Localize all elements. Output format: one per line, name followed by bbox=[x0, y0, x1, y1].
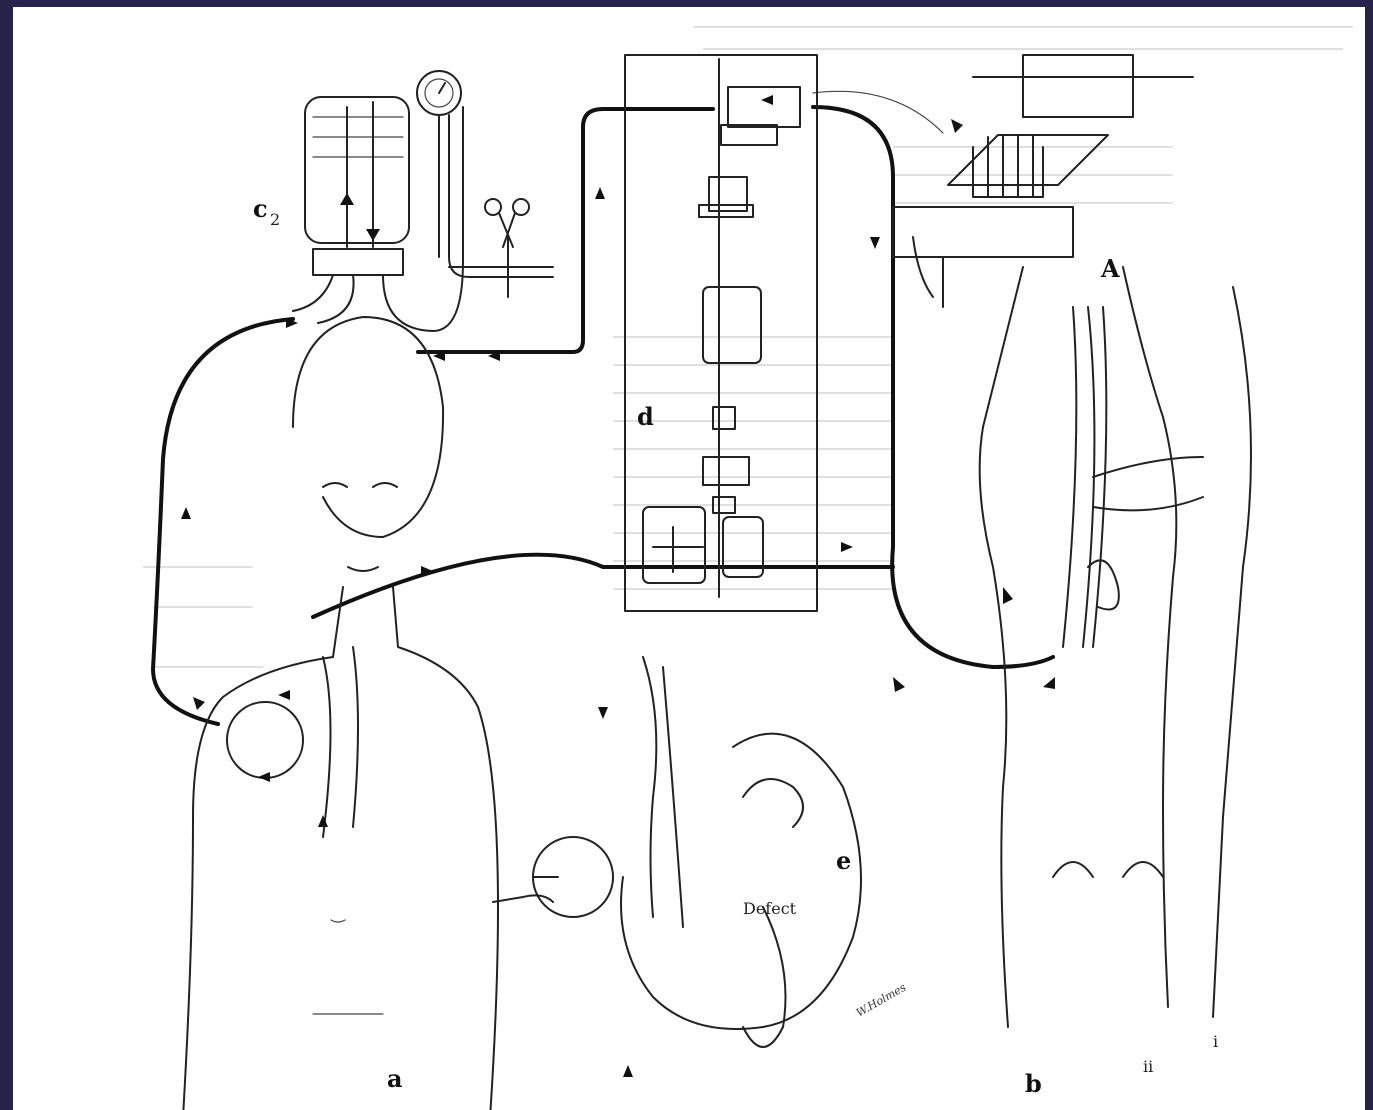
label-b: b bbox=[1025, 1069, 1042, 1098]
artist-signature: W.Holmes bbox=[854, 981, 909, 1020]
label-d: d bbox=[637, 402, 654, 431]
label-c: c bbox=[253, 194, 268, 223]
bleed-through-text bbox=[143, 27, 1353, 667]
perfusion-diagram: c 2 d e a b A Defect i ii W.Holmes bbox=[13, 7, 1365, 1110]
label-e: e bbox=[836, 846, 851, 875]
figure-panel: c 2 d e a b A Defect i ii W.Holmes bbox=[13, 7, 1365, 1110]
label-defect: Defect bbox=[743, 899, 797, 918]
clamp-icon bbox=[485, 199, 529, 297]
oxygen-reservoir bbox=[293, 97, 463, 331]
flow-arrows bbox=[181, 187, 1055, 1077]
label-i: i bbox=[1213, 1032, 1218, 1051]
label-ii: ii bbox=[1143, 1057, 1153, 1076]
perfusion-column bbox=[625, 55, 817, 611]
oxygenator-machine bbox=[893, 55, 1193, 307]
label-c-subscript: 2 bbox=[270, 210, 280, 229]
tubing bbox=[153, 91, 1053, 724]
label-A: A bbox=[1100, 254, 1120, 283]
pressure-gauge-icon bbox=[417, 71, 553, 277]
heart-figure bbox=[493, 657, 861, 1047]
label-a: a bbox=[387, 1064, 403, 1093]
adult-figure bbox=[980, 267, 1251, 1027]
child-figure bbox=[183, 317, 498, 1110]
